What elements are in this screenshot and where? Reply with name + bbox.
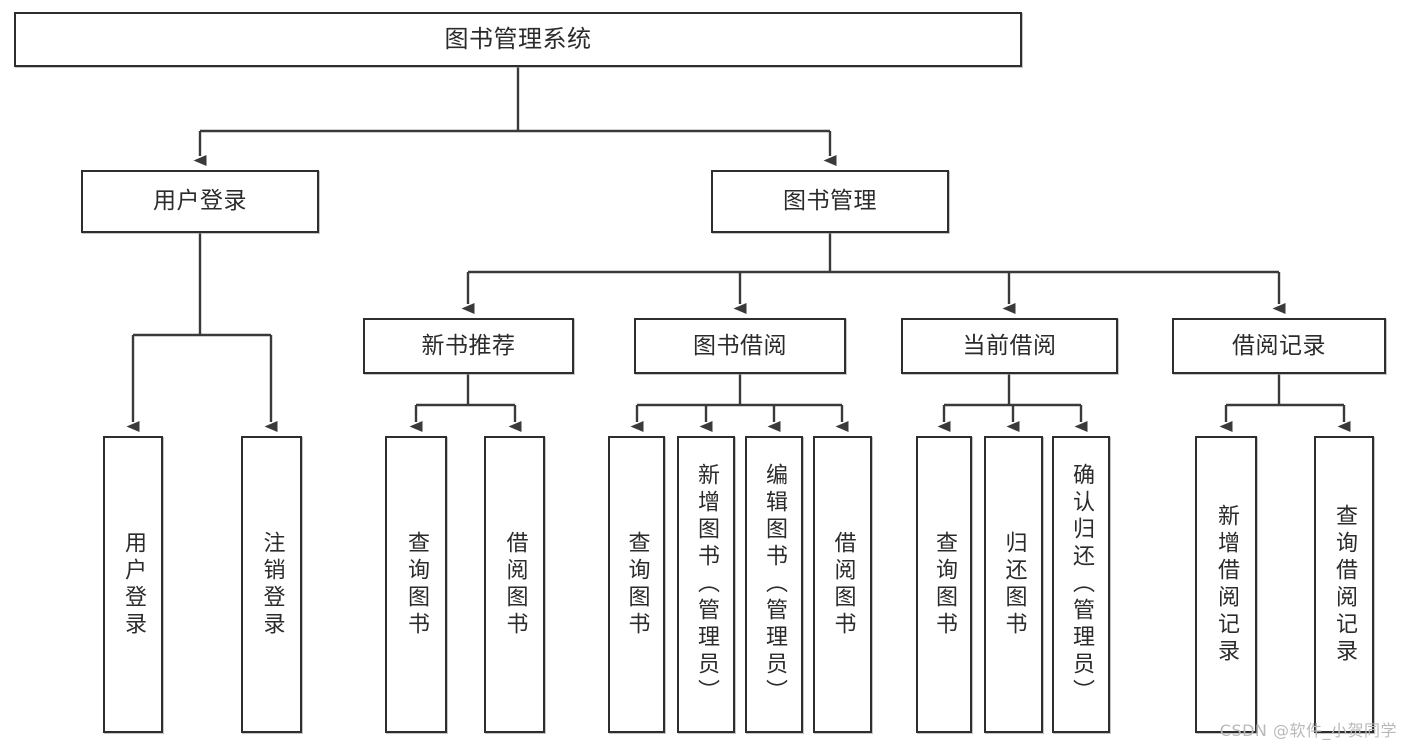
- node-book-borrow-label: 图书借阅: [693, 332, 787, 359]
- leaf-query-book-current-label: 查询图书: [932, 530, 957, 639]
- leaf-return-book[interactable]: 归还图书: [984, 436, 1043, 733]
- leaf-edit-book-admin-label: 编辑图书（管理员）: [762, 463, 787, 706]
- leaf-logout-label: 注销登录: [259, 530, 285, 639]
- leaf-query-borrow-record-label: 查询借阅记录: [1332, 503, 1357, 666]
- csdn-watermark: CSDN @软件_小贺同学: [1219, 721, 1397, 740]
- leaf-confirm-return-admin-label: 确认归还（管理员）: [1069, 463, 1094, 706]
- leaf-borrow-book-label: 借阅图书: [830, 530, 856, 639]
- leaf-borrow-book[interactable]: 借阅图书: [813, 436, 872, 733]
- leaf-borrow-book-newbook[interactable]: 借阅图书: [484, 436, 545, 733]
- node-root-system[interactable]: 图书管理系统: [14, 12, 1022, 67]
- node-book-management-label: 图书管理: [783, 188, 877, 215]
- node-user-login-label: 用户登录: [153, 188, 247, 215]
- node-current-borrow-label: 当前借阅: [962, 332, 1057, 359]
- leaf-query-book-newbook-label: 查询图书: [404, 530, 429, 639]
- leaf-user-login-label: 用户登录: [121, 530, 146, 639]
- leaf-return-book-label: 归还图书: [1001, 530, 1027, 639]
- leaf-add-book-admin-label: 新增图书（管理员）: [694, 463, 719, 706]
- leaf-borrow-book-newbook-label: 借阅图书: [502, 530, 528, 639]
- node-borrow-record[interactable]: 借阅记录: [1172, 318, 1386, 374]
- node-borrow-record-label: 借阅记录: [1232, 332, 1326, 359]
- leaf-add-borrow-record[interactable]: 新增借阅记录: [1195, 436, 1257, 733]
- node-user-login[interactable]: 用户登录: [81, 170, 319, 233]
- node-current-borrow[interactable]: 当前借阅: [901, 318, 1118, 374]
- leaf-query-book-current[interactable]: 查询图书: [916, 436, 972, 733]
- node-root-label: 图书管理系统: [444, 24, 592, 53]
- node-book-management[interactable]: 图书管理: [711, 170, 949, 233]
- node-book-borrow[interactable]: 图书借阅: [634, 318, 846, 374]
- leaf-query-book-newbook[interactable]: 查询图书: [385, 436, 447, 733]
- leaf-logout[interactable]: 注销登录: [241, 436, 302, 733]
- node-new-book-recommend[interactable]: 新书推荐: [363, 318, 574, 374]
- node-new-book-recommend-label: 新书推荐: [421, 332, 516, 359]
- leaf-edit-book-admin[interactable]: 编辑图书（管理员）: [745, 436, 803, 733]
- leaf-add-book-admin[interactable]: 新增图书（管理员）: [677, 436, 735, 733]
- leaf-query-book-borrow-label: 查询图书: [624, 530, 650, 639]
- leaf-query-book-borrow[interactable]: 查询图书: [608, 436, 665, 733]
- leaf-add-borrow-record-label: 新增借阅记录: [1214, 503, 1239, 666]
- leaf-query-borrow-record[interactable]: 查询借阅记录: [1314, 436, 1374, 733]
- leaf-confirm-return-admin[interactable]: 确认归还（管理员）: [1052, 436, 1110, 733]
- leaf-user-login[interactable]: 用户登录: [103, 436, 163, 733]
